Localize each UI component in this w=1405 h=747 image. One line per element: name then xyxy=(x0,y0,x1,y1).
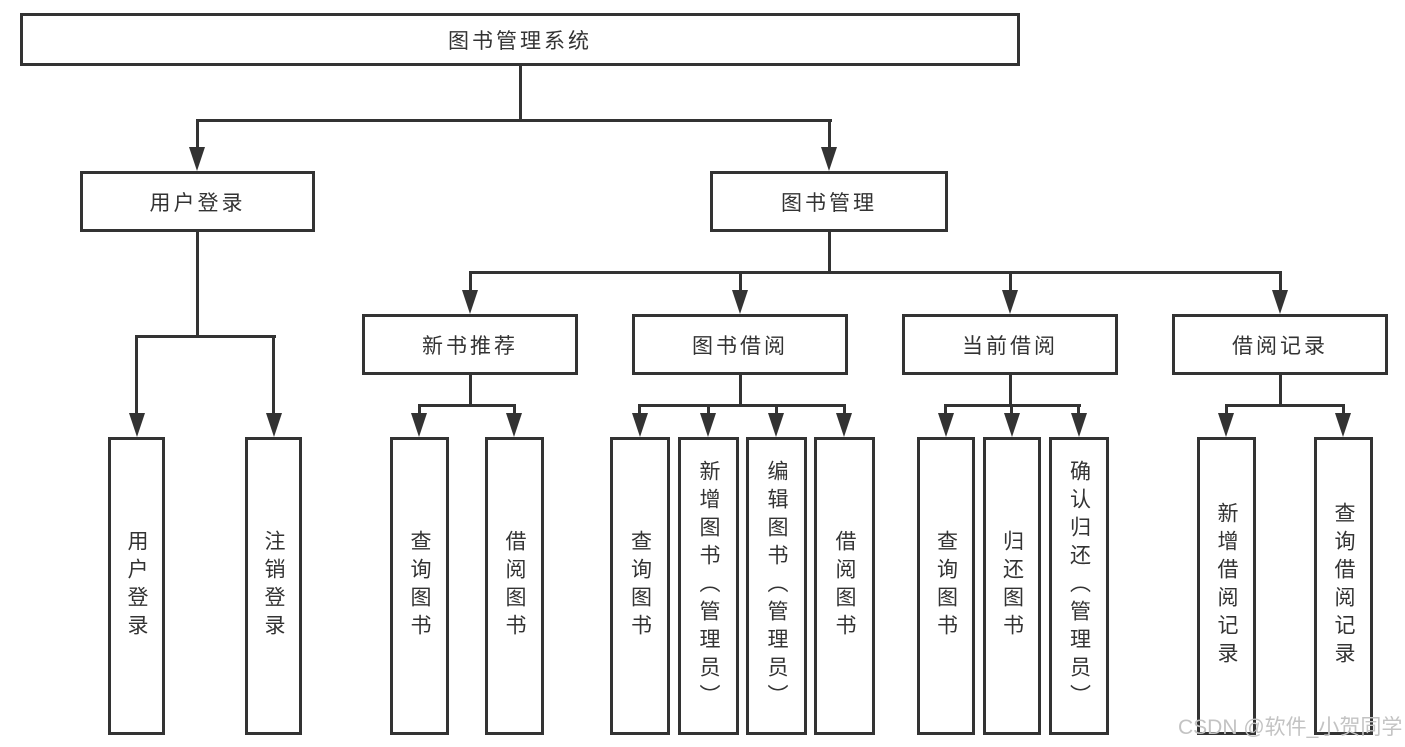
connector-leaf-stem xyxy=(513,404,516,416)
leaf-label: 借阅图书 xyxy=(833,530,856,642)
node-new-book-recommend: 新书推荐 xyxy=(362,314,578,375)
node-leaf-query-books-2: 查询图书 xyxy=(610,437,670,735)
leaf-label: 新增图书（管理员） xyxy=(697,460,720,712)
connector-new-book-down xyxy=(469,375,472,407)
connector-leaf-stem xyxy=(843,404,846,416)
connector-current-borrow-hline xyxy=(945,404,1081,407)
arrow-to-new-book-recommend xyxy=(462,290,478,314)
leaf-label: 查询图书 xyxy=(408,530,431,642)
arrow-to-logout-leaf xyxy=(266,413,282,437)
arrow-to-return-books xyxy=(1004,413,1020,437)
node-leaf-add-borrow-record: 新增借阅记录 xyxy=(1197,437,1256,735)
connector-book-borrow-hline xyxy=(638,404,846,407)
connector-new-book-hline xyxy=(418,404,516,407)
connector-level3-stem xyxy=(469,271,472,293)
connector-user-login-down xyxy=(196,232,199,338)
node-book-management: 图书管理 xyxy=(710,171,948,232)
arrow-to-edit-books xyxy=(768,413,784,437)
arrow-to-borrow-books xyxy=(506,413,522,437)
arrow-to-current-borrow xyxy=(1002,290,1018,314)
leaf-label: 借阅图书 xyxy=(503,530,526,642)
connector-leaf-stem xyxy=(1342,404,1345,416)
connector-leaf-stem xyxy=(638,404,641,416)
connector-borrow-records-hline xyxy=(1225,404,1345,407)
connector-user-login-stem xyxy=(196,119,199,150)
connector-leaf-stem xyxy=(1010,404,1013,416)
connector-leaf-stem xyxy=(135,335,138,416)
node-leaf-edit-books-admin: 编辑图书（管理员） xyxy=(746,437,807,735)
arrow-to-confirm-return xyxy=(1071,413,1087,437)
connector-level3-stem xyxy=(739,271,742,293)
arrow-to-book-borrow xyxy=(732,290,748,314)
connector-root-stem xyxy=(519,66,522,122)
arrow-to-query-books xyxy=(632,413,648,437)
csdn-watermark: CSDN @软件_小贺同学 xyxy=(1178,716,1403,739)
node-leaf-return-books: 归还图书 xyxy=(983,437,1041,735)
connector-level3-stem xyxy=(1009,271,1012,293)
node-leaf-confirm-return-admin: 确认归还（管理员） xyxy=(1049,437,1109,735)
node-leaf-user-login: 用户登录 xyxy=(108,437,165,735)
node-root: 图书管理系统 xyxy=(20,13,1020,66)
node-leaf-borrow-books-2: 借阅图书 xyxy=(814,437,875,735)
leaf-label: 新增借阅记录 xyxy=(1215,502,1238,670)
arrow-to-query-books xyxy=(938,413,954,437)
connector-leaf-stem xyxy=(707,404,710,416)
connector-leaf-stem xyxy=(775,404,778,416)
connector-level3-stem xyxy=(1279,271,1282,293)
connector-leaf-stem xyxy=(272,335,275,416)
node-user-login: 用户登录 xyxy=(80,171,315,232)
arrow-to-add-books xyxy=(700,413,716,437)
node-leaf-query-books-3: 查询图书 xyxy=(917,437,975,735)
arrow-to-user-login-leaf xyxy=(129,413,145,437)
node-leaf-query-books-1: 查询图书 xyxy=(390,437,449,735)
arrow-to-borrow-records xyxy=(1272,290,1288,314)
leaf-label: 确认归还（管理员） xyxy=(1067,460,1091,712)
connector-book-mgmt-down xyxy=(828,232,831,274)
node-current-borrow: 当前借阅 xyxy=(902,314,1118,375)
leaf-label: 归还图书 xyxy=(1000,530,1024,642)
node-leaf-logout: 注销登录 xyxy=(245,437,302,735)
arrow-to-book-management xyxy=(821,147,837,171)
node-borrow-records: 借阅记录 xyxy=(1172,314,1388,375)
node-leaf-add-books-admin: 新增图书（管理员） xyxy=(678,437,739,735)
connector-leaf-stem xyxy=(1225,404,1228,416)
connector-root-hline xyxy=(196,119,832,122)
connector-book-mgmt-stem xyxy=(828,119,831,150)
connector-leaf-stem xyxy=(418,404,421,416)
leaf-label: 查询图书 xyxy=(934,530,958,642)
arrow-to-add-borrow-record xyxy=(1218,413,1234,437)
leaf-label: 编辑图书（管理员） xyxy=(765,460,788,712)
connector-book-borrow-down xyxy=(739,375,742,407)
connector-borrow-records-down xyxy=(1279,375,1282,407)
leaf-label: 注销登录 xyxy=(262,530,285,642)
leaf-label: 用户登录 xyxy=(125,530,148,642)
leaf-label: 查询图书 xyxy=(628,530,652,642)
arrow-to-query-borrow-record xyxy=(1335,413,1351,437)
arrow-to-query-books xyxy=(411,413,427,437)
connector-user-login-hline xyxy=(135,335,276,338)
connector-leaf-stem xyxy=(1077,404,1080,416)
connector-leaf-stem xyxy=(944,404,947,416)
node-leaf-borrow-books-1: 借阅图书 xyxy=(485,437,544,735)
connector-book-mgmt-hline xyxy=(469,271,1282,274)
arrow-to-borrow-books xyxy=(836,413,852,437)
leaf-label: 查询借阅记录 xyxy=(1332,502,1355,670)
node-book-borrow: 图书借阅 xyxy=(632,314,848,375)
node-leaf-query-borrow-record: 查询借阅记录 xyxy=(1314,437,1373,735)
connector-current-borrow-down xyxy=(1009,375,1012,407)
arrow-to-user-login xyxy=(189,147,205,171)
